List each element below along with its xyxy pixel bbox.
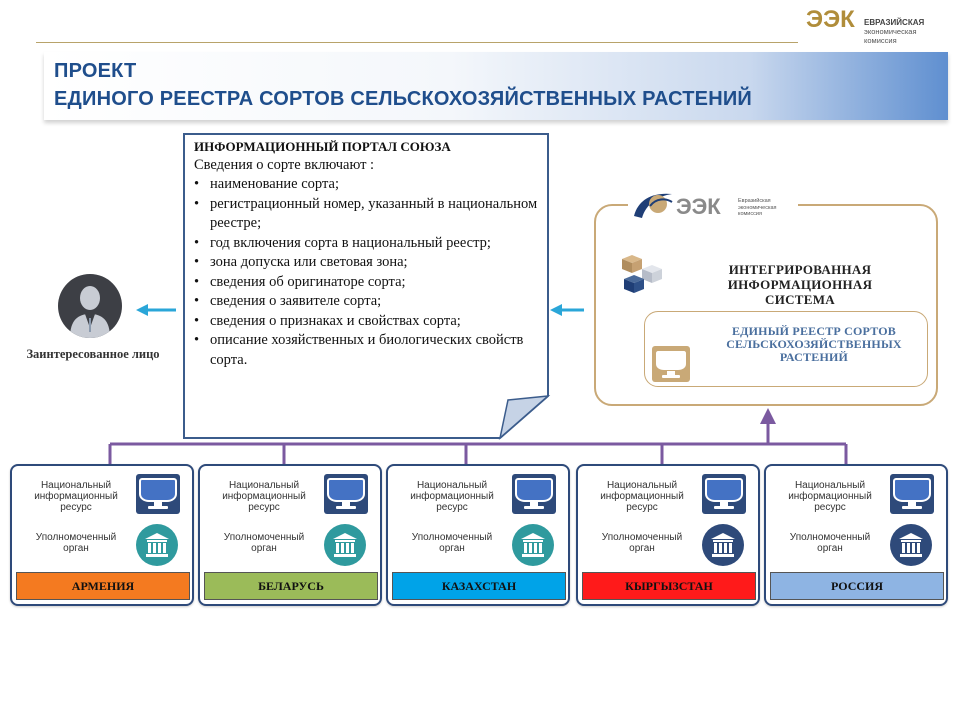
country-label: КАЗАХСТАН	[392, 572, 566, 600]
eec-logo: ЭЭК ЕВРАЗИЙСКАЯ экономическая комиссия	[806, 6, 946, 46]
country-card-kyrgyzstan: Национальный информационный ресурс Уполн…	[576, 464, 760, 606]
monitor-icon	[890, 474, 934, 519]
authorized-body-label: Уполномоченный орган	[35, 532, 117, 554]
eec-logo-mark: ЭЭК	[806, 6, 855, 33]
country-label: АРМЕНИЯ	[16, 572, 190, 600]
portal-heading: ИНФОРМАЦИОННЫЙ ПОРТАЛ СОЮЗА	[194, 139, 451, 154]
system-logo-sub3: комиссия	[738, 211, 762, 217]
national-resource-label: Национальный информационный ресурс	[410, 480, 494, 513]
authorized-body-label: Уполномоченный орган	[411, 532, 493, 554]
unified-registry-box	[644, 311, 928, 387]
arrow-to-portal	[550, 304, 584, 316]
monitor-icon	[324, 474, 368, 519]
system-logo-mark: ЭЭК	[676, 194, 721, 219]
government-building-icon	[324, 524, 366, 571]
authorized-body-label: Уполномоченный орган	[601, 532, 683, 554]
arrow-to-person	[136, 304, 176, 316]
government-building-icon	[136, 524, 178, 571]
integrated-system-title: ИНТЕГРИРОВАННАЯ ИНФОРМАЦИОННАЯ СИСТЕМА	[727, 262, 873, 307]
header-divider	[36, 42, 798, 43]
eec-logo-line1: ЕВРАЗИЙСКАЯ	[864, 18, 925, 27]
national-resource-label: Национальный информационный ресурс	[788, 480, 872, 513]
country-label: БЕЛАРУСЬ	[204, 572, 378, 600]
country-card-belarus: Национальный информационный ресурс Уполн…	[198, 464, 382, 606]
system-logo-text: Евразийская экономическая комиссия	[738, 198, 798, 218]
portal-item: сведения об оригинаторе сорта;	[192, 273, 540, 293]
page-title-line2: ЕДИНОГО РЕЕСТРА СОРТОВ СЕЛЬСКОХОЗЯЙСТВЕН…	[54, 88, 752, 110]
system-logo-sub2: экономическая	[738, 204, 777, 211]
system-logo-sub1: Евразийская	[738, 198, 771, 204]
portal-item: наименование сорта;	[192, 175, 540, 195]
national-resource-label: Национальный информационный ресурс	[34, 480, 118, 513]
page-title-line1: ПРОЕКТ	[54, 60, 137, 82]
monitor-icon	[512, 474, 556, 519]
eec-emblem-icon	[634, 193, 673, 218]
title-banner: ПРОЕКТ ЕДИНОГО РЕЕСТРА СОРТОВ СЕЛЬСКОХОЗ…	[44, 52, 948, 120]
portal-item: описание хозяйственных и биологических с…	[192, 331, 540, 370]
arrow-to-system	[760, 408, 776, 424]
person-avatar-icon	[58, 274, 122, 338]
eec-logo-line2: экономическая	[864, 27, 917, 36]
eec-logo-line3: комиссия	[864, 36, 897, 45]
country-card-kazakhstan: Национальный информационный ресурс Уполн…	[386, 464, 570, 606]
person-label: Заинтересованное лицо	[26, 347, 160, 361]
authorized-body-label: Уполномоченный орган	[789, 532, 871, 554]
portal-info-callout: ИНФОРМАЦИОННЫЙ ПОРТАЛ СОЮЗА Сведения о с…	[184, 134, 548, 438]
portal-items-list: наименование сорта; регистрационный номе…	[192, 175, 540, 370]
portal-item: регистрационный номер, указанный в нацио…	[192, 195, 540, 234]
portal-intro: Сведения о сорте включают :	[194, 157, 375, 173]
portal-item: сведения о заявителе сорта;	[192, 292, 540, 312]
country-card-russia: Национальный информационный ресурс Уполн…	[764, 464, 948, 606]
national-resource-label: Национальный информационный ресурс	[600, 480, 684, 513]
portal-item: зона допуска или световая зона;	[192, 253, 540, 273]
monitor-icon	[136, 474, 180, 519]
portal-item: сведения о признаках и свойствах сорта;	[192, 312, 540, 332]
system-eec-logo: ЭЭК Евразийская экономическая комиссия	[628, 184, 798, 224]
country-label: РОССИЯ	[770, 572, 944, 600]
country-card-armenia: Национальный информационный ресурс Уполн…	[10, 464, 194, 606]
unified-registry-title: ЕДИНЫЙ РЕЕСТР СОРТОВ СЕЛЬСКОХОЗЯЙСТВЕННЫ…	[726, 324, 902, 364]
government-building-icon	[512, 524, 554, 571]
country-label: КЫРГЫЗСТАН	[582, 572, 756, 600]
national-resource-label: Национальный информационный ресурс	[222, 480, 306, 513]
registry-monitor-icon	[652, 346, 690, 387]
eec-logo-text: ЕВРАЗИЙСКАЯ экономическая комиссия	[864, 18, 944, 45]
monitor-icon	[702, 474, 746, 519]
portal-item: год включения сорта в национальный реест…	[192, 234, 540, 254]
cubes-icon	[622, 253, 666, 302]
government-building-icon	[890, 524, 932, 571]
government-building-icon	[702, 524, 744, 571]
authorized-body-label: Уполномоченный орган	[223, 532, 305, 554]
